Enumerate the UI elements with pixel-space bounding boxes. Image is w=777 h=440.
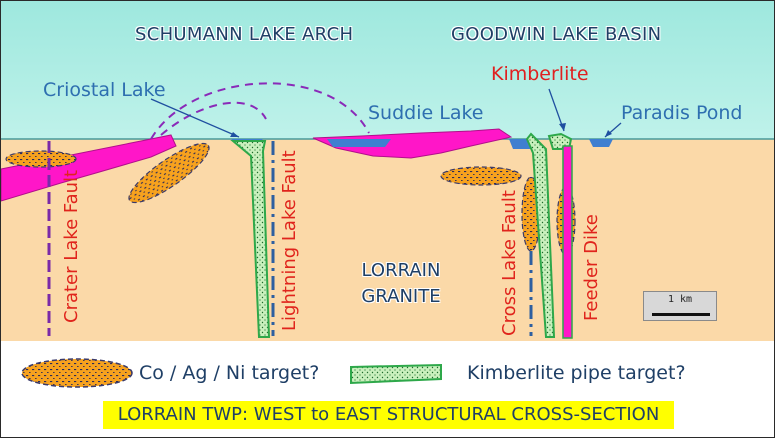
feeder-dike-label: Feeder Dike xyxy=(581,214,602,321)
kimberlite-arrow-head xyxy=(559,123,566,131)
scale-bar-line xyxy=(652,313,710,316)
lightning-kimberlite-pipe xyxy=(230,140,271,338)
lorrain-granite-label: LORRAIN GRANITE xyxy=(351,258,451,310)
paradis-pond-label: Paradis Pond xyxy=(621,102,743,124)
magenta-dike-east xyxy=(312,128,513,159)
scale-bar-label: 1 km xyxy=(667,294,693,305)
crater-lake-fault-label: Crater Lake Fault xyxy=(61,169,82,323)
scale-bar-box: 1 km xyxy=(643,291,717,321)
criostal-arrow-line xyxy=(150,98,240,138)
criostal-arrow-head xyxy=(230,132,239,137)
criostal-lake-label: Criostal Lake xyxy=(43,79,166,101)
suddie-lake-water xyxy=(327,139,391,147)
goodwin-lake-basin-label: GOODWIN LAKE BASIN xyxy=(451,24,662,45)
legend-ore-symbol xyxy=(21,358,133,388)
sky-background xyxy=(1,1,774,139)
section-title-banner: LORRAIN TWP: WEST to EAST STRUCTURAL CRO… xyxy=(103,401,674,429)
granite-line-1: LORRAIN xyxy=(361,260,441,281)
cross-kimberlite-pipe xyxy=(525,132,556,338)
lightning-lake-fault-label: Lightning Lake Fault xyxy=(279,150,300,331)
legend-pipe-symbol xyxy=(350,363,442,385)
cross-lake-fault-label: Cross Lake Fault xyxy=(499,190,520,336)
paradis-arrow-head xyxy=(605,130,612,137)
eroded-arch-curve-2 xyxy=(160,101,267,136)
feeder-dike xyxy=(562,145,573,339)
legend-ore-label: Co / Ag / Ni target? xyxy=(139,362,320,384)
schumann-lake-arch-label: SCHUMANN LAKE ARCH xyxy=(135,24,354,45)
eroded-arch-curve xyxy=(150,82,370,140)
suddie-lake-label: Suddie Lake xyxy=(368,102,484,124)
legend-pipe-label: Kimberlite pipe target? xyxy=(467,362,686,384)
ore-target-east-1 xyxy=(440,166,522,186)
ore-target-west-1 xyxy=(5,150,77,168)
granite-line-2: GRANITE xyxy=(361,286,441,307)
paradis-pond-water xyxy=(589,139,613,147)
kimberlite-label: Kimberlite xyxy=(491,63,589,85)
ore-target-west-2 xyxy=(128,142,210,204)
